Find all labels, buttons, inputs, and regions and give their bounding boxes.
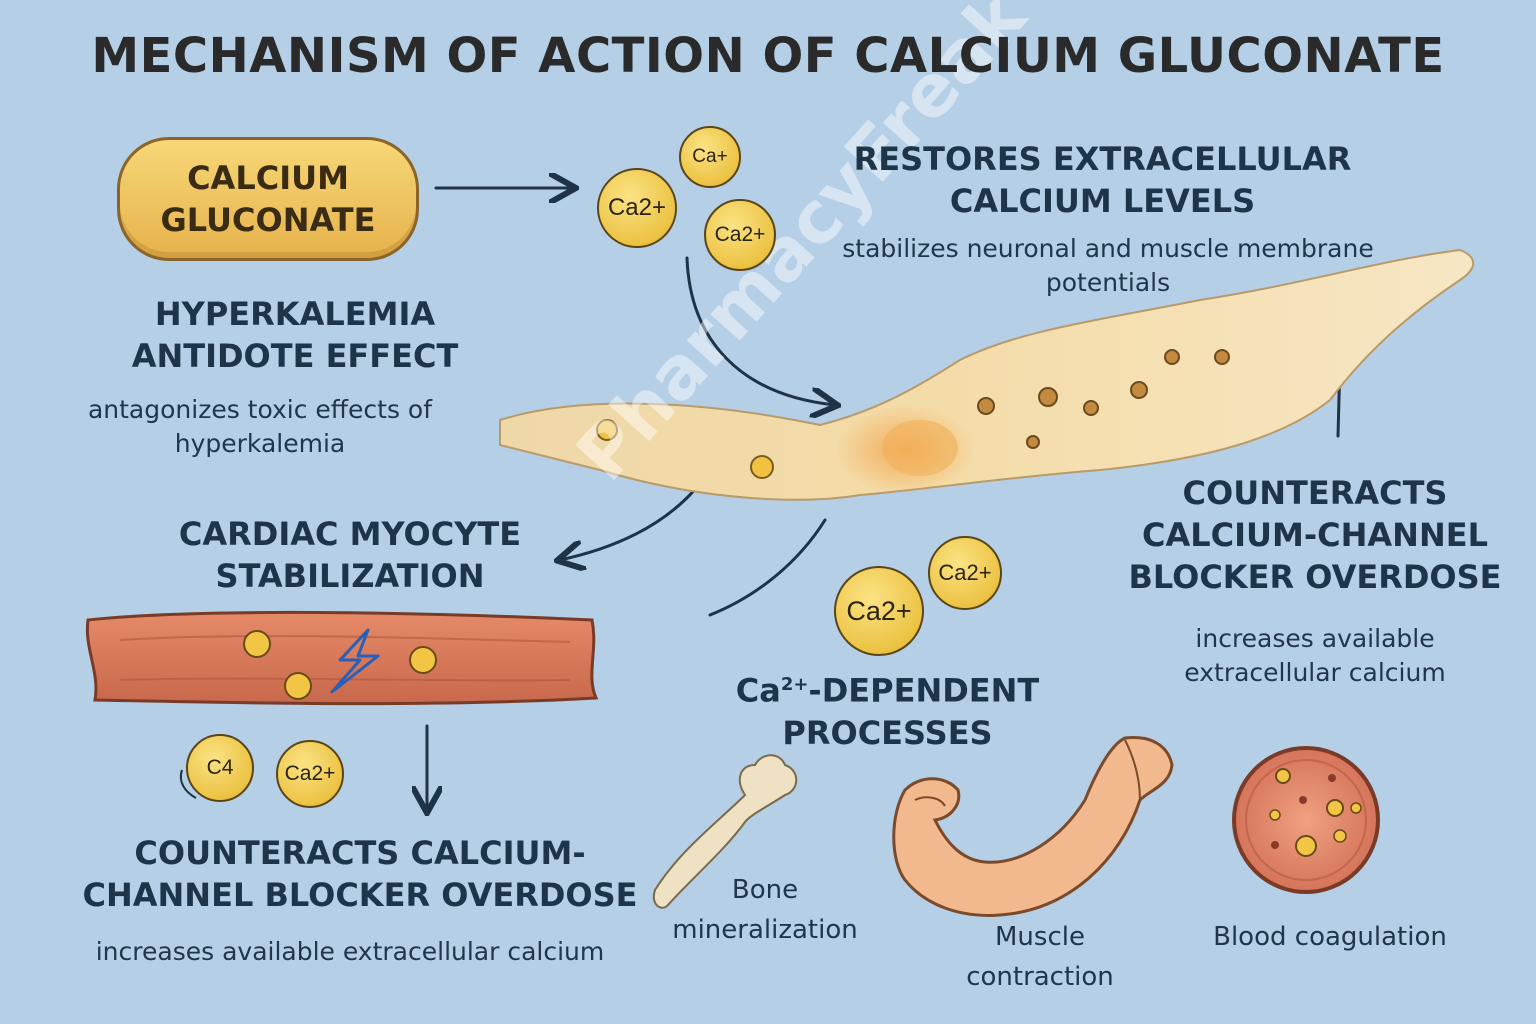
restores-desc-line1: stabilizes neuronal and muscle membrane	[842, 234, 1374, 263]
ion-label: Ca2+	[607, 194, 667, 221]
calcium-ion: Ca2+	[276, 740, 344, 808]
ccb-right-desc-line1: increases available	[1195, 624, 1435, 653]
ccb-right-heading: COUNTERACTS CALCIUM-CHANNEL BLOCKER OVER…	[1110, 472, 1520, 598]
blood-cell-icon	[1232, 746, 1380, 894]
bone-caption-line1: Bone	[731, 875, 799, 905]
muscle-caption: Muscle contraction	[935, 917, 1145, 997]
cardiac-heading: CARDIAC MYOCYTE STABILIZATION	[150, 513, 550, 597]
hyperkalemia-desc-line1: antagonizes toxic effects of	[87, 395, 433, 424]
page-title: MECHANISM OF ACTION OF CALCIUM GLUCONATE	[91, 28, 1445, 84]
calcium-gluconate-pill: CALCIUM GLUCONATE	[117, 137, 419, 261]
neuron-icon	[499, 248, 1475, 501]
bone-icon	[652, 754, 798, 909]
ccb-left-heading-line2: CHANNEL BLOCKER OVERDOSE	[82, 876, 638, 914]
dependent-heading-line2: PROCESSES	[782, 713, 993, 752]
pill-label-line1: CALCIUM	[187, 159, 349, 197]
lightning-icon	[330, 628, 380, 694]
restores-heading-line1: RESTORES EXTRACELLULAR	[853, 140, 1352, 178]
hyperkalemia-heading: HYPERKALEMIA ANTIDOTE EFFECT	[95, 293, 495, 377]
pill-label-line2: GLUCONATE	[160, 201, 376, 239]
ion-label: C4	[206, 756, 234, 779]
calcium-ion: C4	[186, 734, 254, 802]
cardiac-heading-line2: STABILIZATION	[215, 557, 485, 595]
bone-caption: Bone mineralization	[660, 870, 870, 950]
dependent-superscript: 2+	[780, 674, 809, 695]
restores-description: stabilizes neuronal and muscle membrane …	[780, 232, 1436, 300]
ccb-right-description: increases available extracellular calciu…	[1110, 622, 1520, 690]
dependent-heading: Ca2+-DEPENDENT PROCESSES	[700, 664, 1075, 754]
ccb-left-heading-line1: COUNTERACTS CALCIUM-	[134, 834, 586, 872]
ccb-left-description: increases available extracellular calciu…	[40, 935, 660, 969]
hyperkalemia-description: antagonizes toxic effects of hyperkalemi…	[50, 393, 470, 461]
ccb-left-desc-line1: increases available extracellular calciu…	[95, 937, 605, 966]
restores-heading-line2: CALCIUM LEVELS	[949, 182, 1256, 220]
ccb-left-heading: COUNTERACTS CALCIUM- CHANNEL BLOCKER OVE…	[60, 832, 660, 916]
hyperkalemia-heading-line1: HYPERKALEMIA	[154, 295, 436, 333]
ion-label: Ca2+	[938, 560, 992, 585]
ccb-right-heading-line3: BLOCKER OVERDOSE	[1128, 558, 1502, 596]
restores-heading: RESTORES EXTRACELLULAR CALCIUM LEVELS	[800, 138, 1405, 222]
dependent-prefix: Ca	[735, 671, 781, 710]
ccb-right-desc-line2: extracellular calcium	[1184, 658, 1446, 687]
blood-caption: Blood coagulation	[1213, 922, 1447, 952]
muscle-caption-line2: contraction	[966, 962, 1114, 992]
restores-desc-line2: potentials	[1045, 268, 1171, 297]
hyperkalemia-desc-line2: hyperkalemia	[174, 429, 346, 458]
dependent-heading-line1: Ca2+-DEPENDENT	[700, 664, 1075, 712]
calcium-ion: Ca2+	[704, 199, 776, 271]
calcium-ion: Ca2+	[597, 168, 677, 248]
muscle-caption-line1: Muscle	[995, 922, 1085, 952]
dependent-suffix: -DEPENDENT	[808, 671, 1040, 710]
ion-label: Ca2+	[846, 595, 912, 626]
bone-caption-line2: mineralization	[672, 915, 858, 945]
ccb-right-heading-line2: CALCIUM-CHANNEL	[1142, 516, 1488, 554]
calcium-ion: Ca2+	[834, 566, 924, 656]
hyperkalemia-heading-line2: ANTIDOTE EFFECT	[131, 337, 459, 375]
ion-label: Ca2+	[284, 762, 336, 785]
ion-label: Ca2+	[714, 223, 766, 246]
calcium-ion: Ca2+	[928, 536, 1002, 610]
ccb-right-heading-line1: COUNTERACTS	[1182, 474, 1448, 512]
flexed-arm-icon	[892, 735, 1174, 917]
calcium-ion: Ca+	[679, 126, 741, 188]
ion-label: Ca+	[692, 146, 728, 167]
cardiac-heading-line1: CARDIAC MYOCYTE	[178, 515, 522, 553]
